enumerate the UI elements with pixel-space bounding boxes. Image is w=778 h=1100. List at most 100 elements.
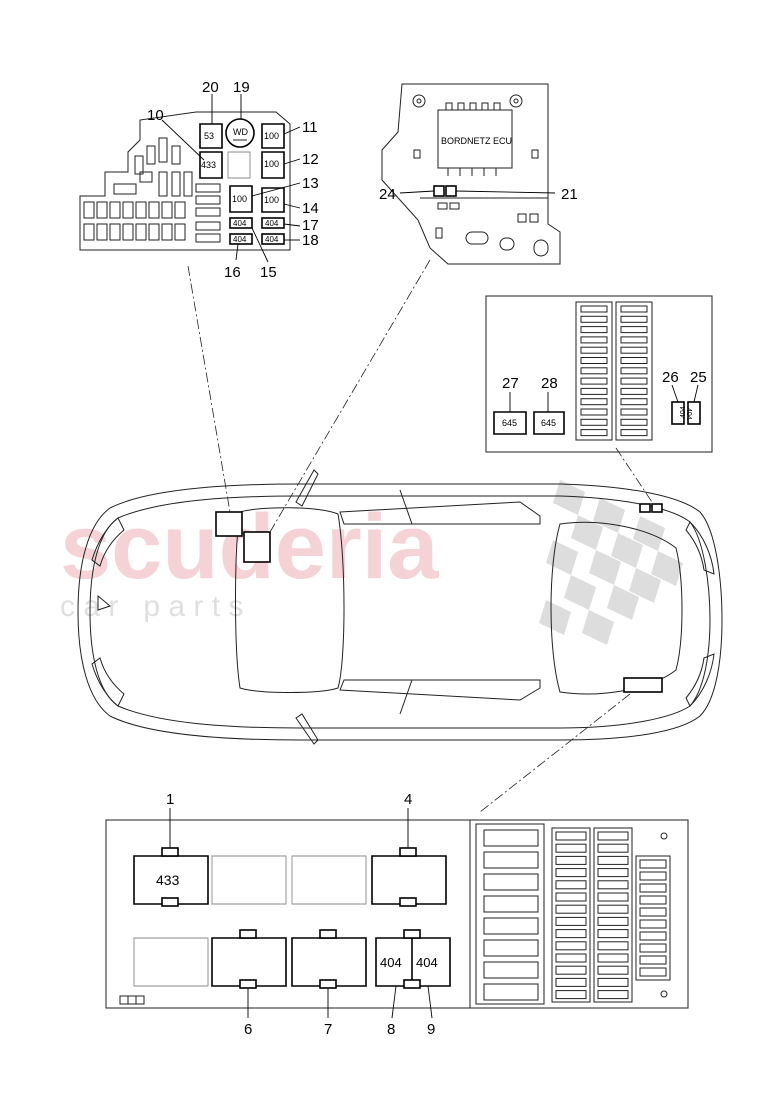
fuse-slot: [483, 983, 539, 1001]
fuse-slot: [639, 883, 667, 893]
relay-100-a: 100: [261, 123, 285, 149]
fuse-slot: [620, 429, 648, 437]
svg-text:645: 645: [541, 418, 556, 428]
fuse-slot: [580, 336, 608, 344]
fuse-slot: [639, 871, 667, 881]
relay-slot-6: [211, 929, 287, 989]
svg-text:433: 433: [201, 160, 216, 170]
fuse-slot: [620, 367, 648, 375]
fuse-slot: [580, 418, 608, 426]
fuse-slot: [639, 859, 667, 869]
relay-100-c: 100: [229, 185, 253, 213]
fuse-slot: [580, 346, 608, 354]
fuse-slot: [580, 305, 608, 313]
fuse-slot: [483, 873, 539, 891]
fuse-slot: [597, 941, 629, 951]
fuse-slot: [639, 943, 667, 953]
side-fuse-box: 645 645 404 404 27 28 26 25: [485, 295, 713, 453]
svg-text:404: 404: [685, 408, 692, 420]
callout-1: 1: [166, 791, 174, 808]
relay-404-side-a: 404: [671, 401, 687, 425]
relay-404-b: 404: [229, 233, 253, 245]
relay-404-c: 404: [261, 217, 285, 229]
fuse-slot: [555, 843, 587, 853]
fuse-slot: [597, 904, 629, 914]
fuse-slot: [639, 967, 667, 977]
relay-433-small: 433: [199, 151, 223, 179]
callout-25: 25: [690, 369, 707, 386]
fuse-slot: [580, 429, 608, 437]
relay-100-d: 100: [261, 187, 285, 213]
svg-text:100: 100: [264, 131, 279, 141]
svg-text:53: 53: [204, 131, 214, 141]
svg-text:404: 404: [680, 406, 687, 418]
fuse-slot: [639, 955, 667, 965]
fuse-slot: [639, 931, 667, 941]
fuse-slot: [620, 357, 648, 364]
fuse-slot: [555, 941, 587, 951]
fuse-slot: [597, 953, 629, 963]
callout-24: 24: [379, 186, 396, 203]
ecu-label: BORDNETZ ECU: [441, 136, 512, 146]
fuse-slot: [620, 315, 648, 323]
relay-slot-empty-b: [291, 855, 367, 905]
relay-slot-4: [371, 847, 447, 907]
fuse-slot: [555, 990, 587, 1000]
fuse-slot: [620, 336, 648, 344]
fuse-slot: [597, 916, 629, 926]
fuse-slot: [555, 880, 587, 890]
relay-wd: WD: [225, 118, 255, 148]
svg-text:404: 404: [265, 235, 279, 244]
fuse-slot: [597, 892, 629, 902]
fuse-slot: [620, 326, 648, 334]
car-top-view: [77, 469, 723, 745]
fuse-slot: [580, 387, 608, 395]
location-fuse-box-a: [215, 511, 243, 537]
relay-404-d: 404: [261, 233, 285, 245]
svg-text:100: 100: [232, 194, 247, 204]
callout-12: 12: [302, 151, 319, 168]
relay-100-b: 100: [261, 151, 285, 179]
fuse-slot: [597, 965, 629, 975]
callout-14: 14: [302, 200, 319, 217]
location-relay-a: [639, 503, 651, 513]
callout-13: 13: [302, 175, 319, 192]
relay-645-b: 645: [533, 411, 565, 435]
callout-27: 27: [502, 375, 519, 392]
svg-text:WD: WD: [233, 127, 248, 137]
callout-16: 16: [224, 264, 241, 281]
fuse-slot: [597, 868, 629, 878]
fuse-slot: [620, 346, 648, 354]
fuse-slot: [639, 907, 667, 917]
fuse-slot: [597, 831, 629, 841]
callout-10: 10: [147, 107, 164, 124]
callout-7: 7: [324, 1021, 332, 1038]
fuse-slot: [555, 977, 587, 987]
callout-26: 26: [662, 369, 679, 386]
fuse-slot: [555, 904, 587, 914]
fuse-slot: [639, 919, 667, 929]
fuse-slot: [580, 357, 608, 364]
svg-text:404: 404: [233, 219, 247, 228]
svg-text:433: 433: [156, 872, 180, 888]
svg-text:404: 404: [265, 219, 279, 228]
fuse-slot: [580, 326, 608, 334]
relay-empty: [227, 151, 251, 179]
callout-17: 17: [302, 217, 319, 234]
relay-53: 53: [199, 123, 223, 149]
fuse-slot: [620, 305, 648, 313]
svg-text:404: 404: [416, 955, 438, 970]
fuse-slot: [555, 965, 587, 975]
fuse-slot: [555, 929, 587, 939]
pointer-lines: [187, 259, 653, 813]
fuse-slot: [620, 387, 648, 395]
fuse-slot: [483, 961, 539, 979]
fuse-slot: [597, 843, 629, 853]
fuse-slot: [580, 398, 608, 406]
relay-slot-empty-c: [133, 937, 209, 987]
fuse-slot: [580, 367, 608, 375]
fuse-slot: [555, 916, 587, 926]
fuse-slot: [580, 315, 608, 323]
relay-404-pair: 404 404: [375, 929, 451, 989]
